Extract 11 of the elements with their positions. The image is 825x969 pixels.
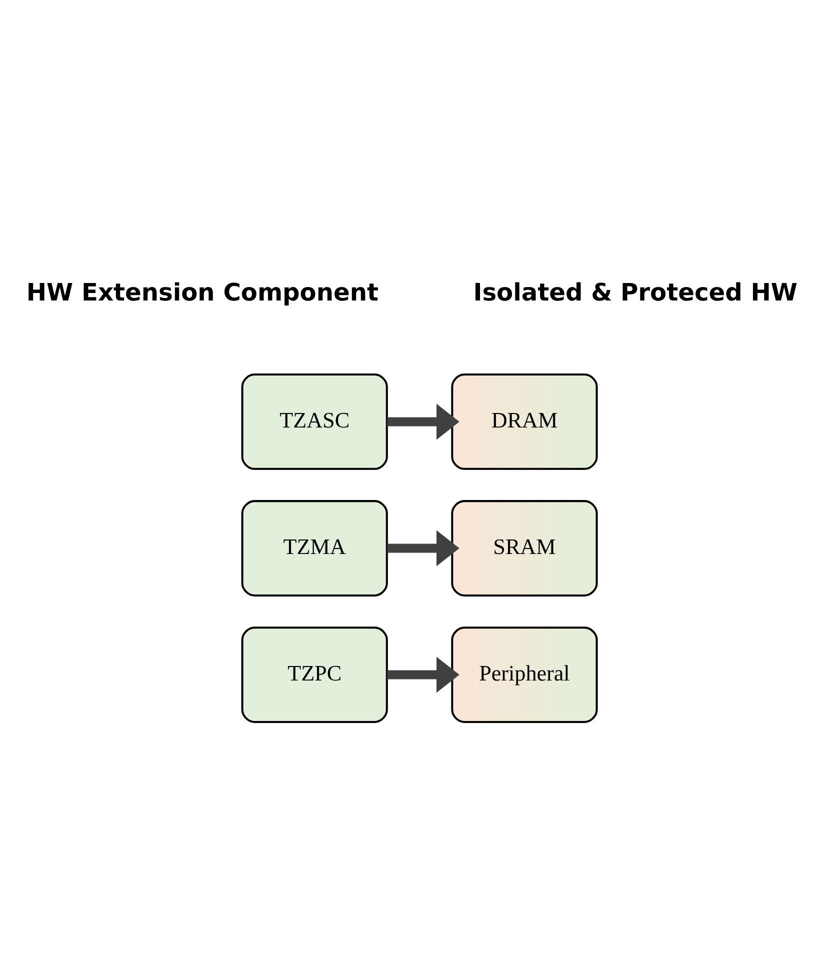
label: Isolated & Proteced HW [473, 278, 798, 306]
node-box: DRAM [451, 373, 598, 470]
arrow [387, 403, 460, 440]
arrow [387, 656, 460, 692]
label: HW Extension Component [26, 278, 379, 306]
arrow [387, 530, 460, 566]
node-box: TZASC [241, 373, 388, 470]
node-box: TZMA [241, 500, 388, 596]
node-box: TZPC [241, 626, 388, 722]
node-box: SRAM [451, 500, 598, 596]
node-box: Peripheral [451, 626, 598, 722]
